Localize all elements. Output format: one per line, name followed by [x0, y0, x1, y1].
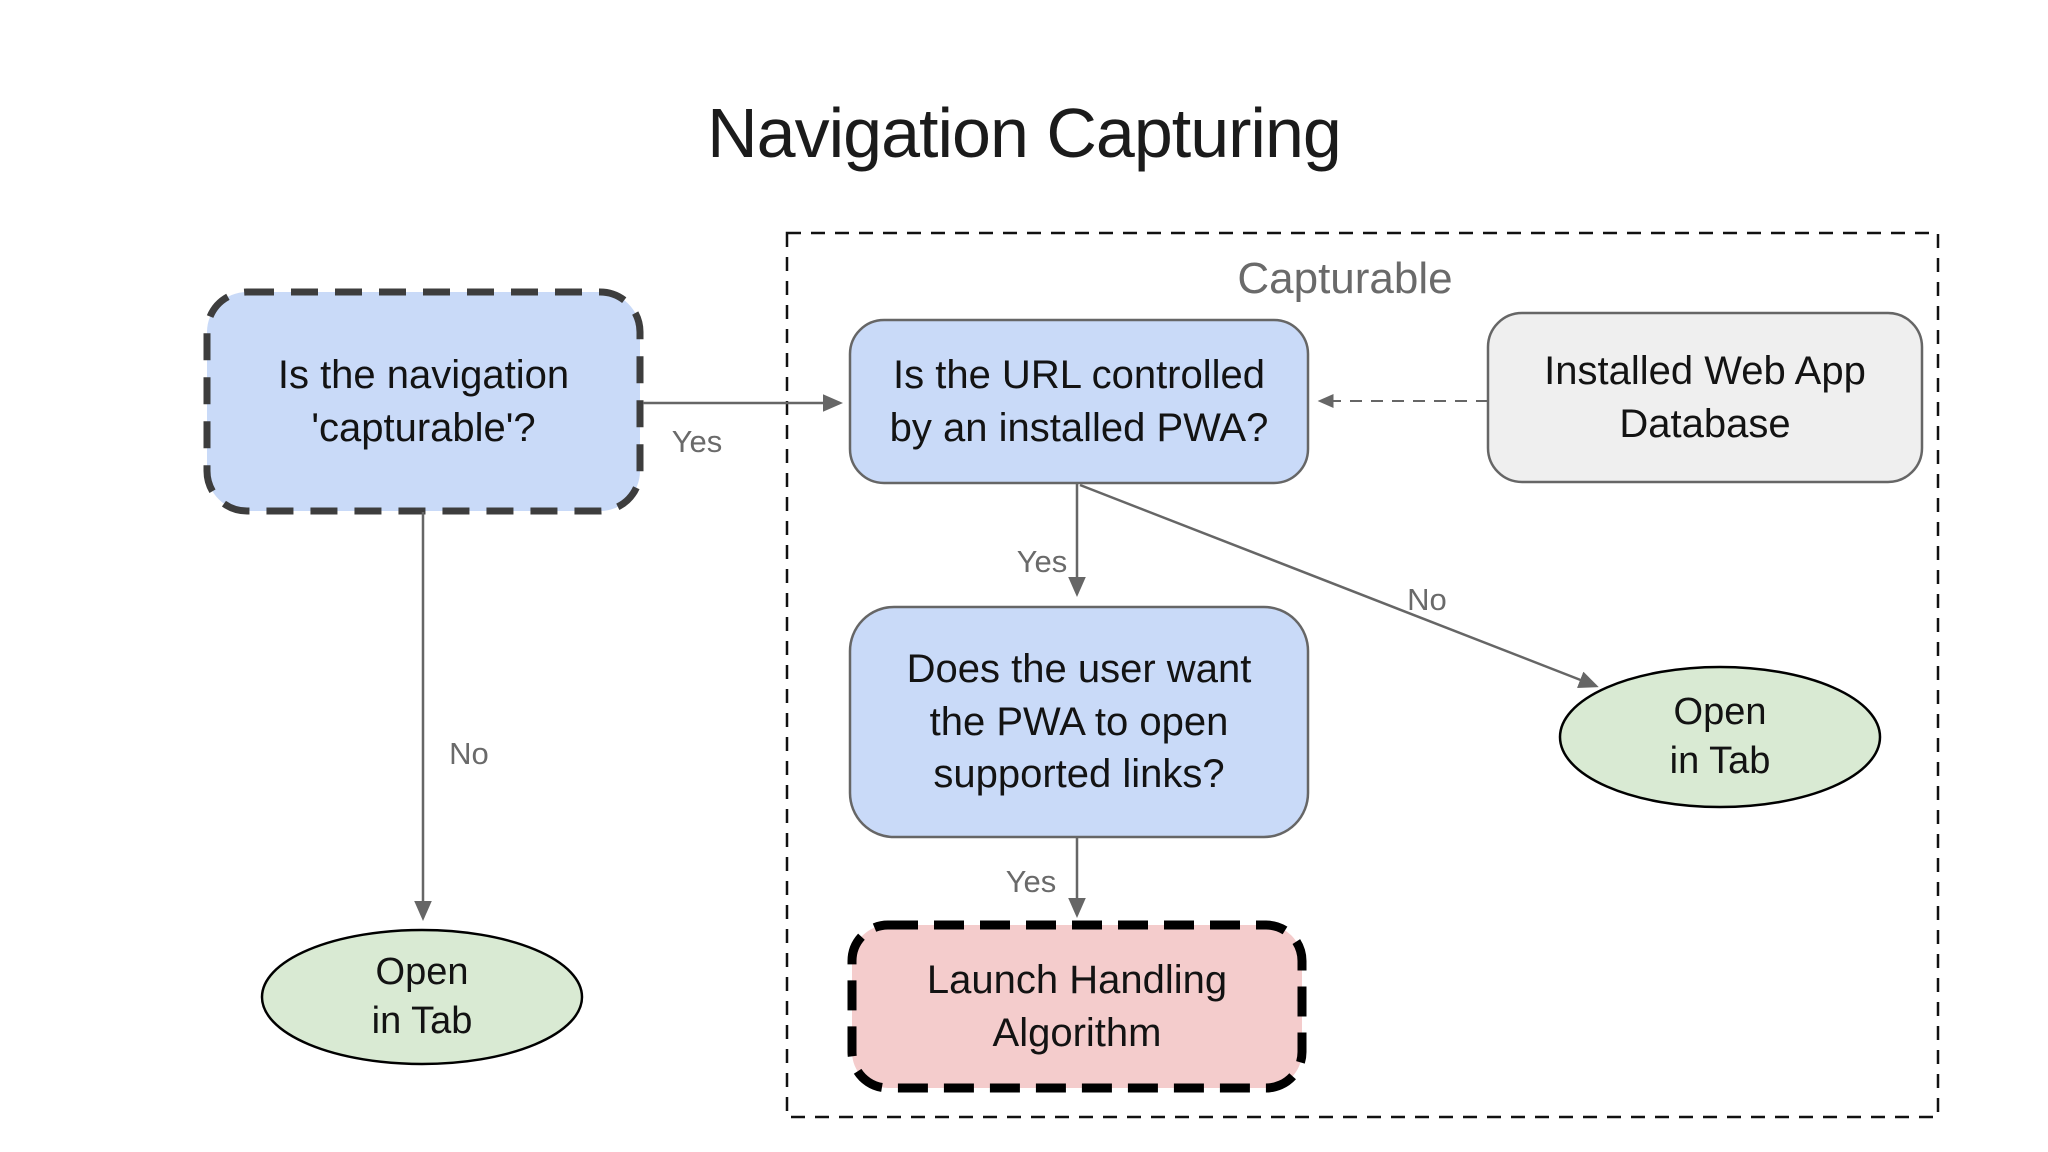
diagram-title: Navigation Capturing — [707, 94, 1342, 172]
capturable-group-container — [785, 231, 1940, 1119]
edge-label-url-yes: Yes — [1016, 544, 1068, 579]
node-label-launch-handling-algorithm: Launch Handling Algorithm — [926, 957, 1228, 1055]
node-open-in-tab-right — [1558, 665, 1882, 809]
edge-label-user-yes: Yes — [1005, 864, 1057, 899]
node-open-in-tab-left — [260, 928, 584, 1066]
node-is-url-controlled — [848, 318, 1310, 485]
node-label-open-in-tab-left: Open in Tab — [371, 950, 473, 1042]
node-installed-web-app-database — [1486, 311, 1924, 484]
node-label-is-navigation-capturable: Is the navigation 'capturable'? — [277, 352, 570, 450]
node-label-installed-web-app-database: Installed Web App Database — [1544, 348, 1866, 446]
node-does-user-want — [848, 605, 1310, 839]
node-launch-handling-algorithm — [847, 920, 1307, 1093]
capturable-group-label: Capturable — [1237, 254, 1453, 303]
node-label-is-url-controlled: Is the URL controlled by an installed PW… — [889, 352, 1269, 450]
edge-label-capturable-yes: Yes — [671, 424, 723, 459]
node-label-open-in-tab-right: Open in Tab — [1669, 690, 1771, 782]
node-label-does-user-want: Does the user want the PWA to open suppo… — [906, 646, 1252, 797]
edge-label-url-no: No — [1407, 582, 1447, 617]
edge-url-no-arrow — [1079, 483, 1599, 689]
edge-label-capturable-no: No — [449, 736, 489, 771]
node-is-navigation-capturable — [203, 288, 644, 515]
